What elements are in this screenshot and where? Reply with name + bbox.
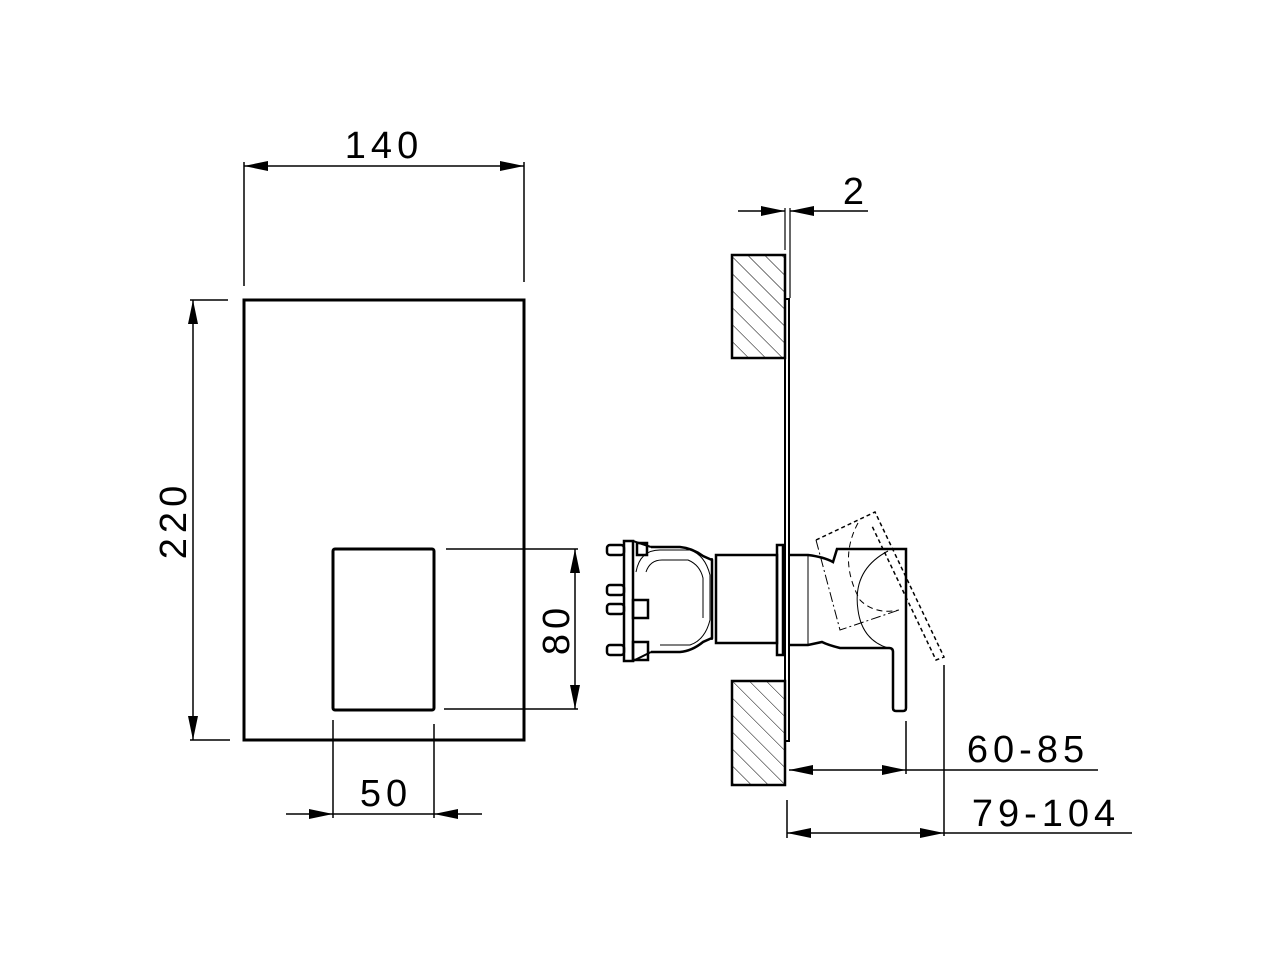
dim-label-2: 2 — [843, 171, 869, 213]
lever-handle — [331, 547, 436, 712]
dim-label-79-104: 79-104 — [972, 793, 1120, 835]
side-view: 2 — [605, 171, 1132, 838]
wall-section-top — [730, 253, 787, 360]
dimension-plate-thickness: 2 — [738, 171, 869, 298]
cover-plate — [242, 298, 526, 742]
dimension-plate-height: 220 — [153, 299, 230, 741]
lever-side — [790, 547, 908, 713]
lever-rotated-ghost — [815, 511, 946, 661]
dim-label-220: 220 — [153, 481, 195, 559]
dim-label-50: 50 — [360, 773, 412, 815]
dimension-lever-height: 80 — [444, 548, 580, 710]
front-view: 140 220 80 50 — [153, 125, 580, 819]
dimension-projection-min: 60-85 — [789, 721, 1098, 775]
dim-label-80: 80 — [536, 603, 578, 655]
cover-plate-side — [784, 298, 790, 742]
dimension-projection-max: 79-104 — [786, 665, 1132, 838]
dim-label-140: 140 — [345, 125, 423, 167]
valve-body — [605, 539, 785, 663]
dim-label-60-85: 60-85 — [967, 729, 1089, 771]
dimension-plate-width: 140 — [243, 125, 525, 286]
dimension-lever-width: 50 — [286, 720, 482, 819]
wall-section-bottom — [730, 679, 787, 787]
